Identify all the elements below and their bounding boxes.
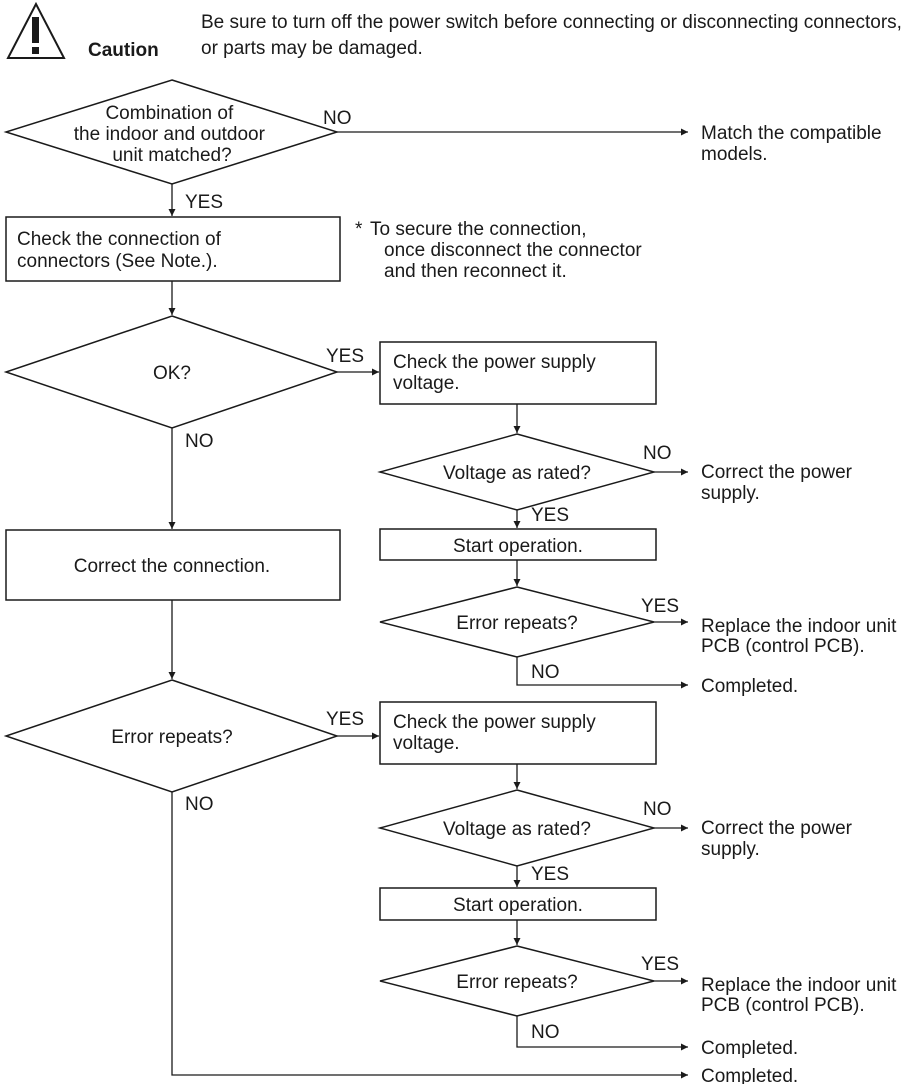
decision-combination-label: Combination of the indoor and outdoor un… xyxy=(74,103,271,166)
voltage-1-label: Voltage as rated? xyxy=(443,463,591,484)
process-check-connectors xyxy=(5,216,341,282)
warning-triangle-icon xyxy=(6,1,66,59)
process-check-power-1 xyxy=(379,341,657,405)
note-marker: * xyxy=(355,219,363,240)
combo-yes-label: YES xyxy=(185,192,223,213)
voltage-2-label: Voltage as rated? xyxy=(443,819,591,840)
replace-pcb-1-label: Replace the indoor unit PCB (control PCB… xyxy=(701,616,902,657)
error-main-no-label: NO xyxy=(185,794,214,815)
caution-message: Be sure to turn off the power switch bef… xyxy=(201,12,902,59)
error-1-no-label: NO xyxy=(531,662,560,683)
error-2-yes-label: YES xyxy=(641,954,679,975)
process-correct-connection xyxy=(5,529,341,601)
start-operation-2-label: Start operation. xyxy=(453,895,583,916)
voltage-2-yes-label: YES xyxy=(531,864,569,885)
correct-power-1-label: Correct the power supply. xyxy=(701,462,857,504)
voltage-1-no-label: NO xyxy=(643,443,672,464)
replace-pcb-2-label: Replace the indoor unit PCB (control PCB… xyxy=(701,975,902,1016)
process-start-operation-2 xyxy=(379,887,657,921)
match-models-label: Match the compatible models. xyxy=(701,123,887,165)
arrow-error-main-no xyxy=(171,792,688,1079)
check-power-2-label: Check the power supply voltage. xyxy=(393,712,601,754)
error-repeats-1-label: Error repeats? xyxy=(456,613,577,634)
voltage-2-no-label: NO xyxy=(643,799,672,820)
ok-no-label: NO xyxy=(185,431,214,452)
correct-power-2-label: Correct the power supply. xyxy=(701,818,857,860)
check-power-1-label: Check the power supply voltage. xyxy=(393,352,601,394)
start-operation-1-label: Start operation. xyxy=(453,536,583,557)
check-connectors-label: Check the connection of connectors (See … xyxy=(17,229,226,272)
correct-connection-label: Correct the connection. xyxy=(74,556,270,577)
decision-ok-label: OK? xyxy=(153,363,191,384)
process-check-power-2 xyxy=(379,701,657,765)
decision-error-repeats-main-label: Error repeats? xyxy=(111,727,232,748)
error-1-yes-label: YES xyxy=(641,596,679,617)
note-label: To secure the connection, once disconnec… xyxy=(370,219,647,282)
caution-label: Caution xyxy=(88,40,159,61)
error-repeats-2-label: Error repeats? xyxy=(456,972,577,993)
completed-3-label: Completed. xyxy=(701,1066,798,1084)
combo-no-label: NO xyxy=(323,108,352,129)
error-2-no-label: NO xyxy=(531,1022,560,1043)
error-main-yes-label: YES xyxy=(326,709,364,730)
voltage-1-yes-label: YES xyxy=(531,505,569,526)
ok-yes-label: YES xyxy=(326,346,364,367)
arrow-error2-no xyxy=(516,1016,688,1051)
completed-2-label: Completed. xyxy=(701,1038,798,1059)
completed-1-label: Completed. xyxy=(701,676,798,697)
arrow-error1-no xyxy=(516,657,688,689)
process-start-operation-1 xyxy=(379,528,657,561)
